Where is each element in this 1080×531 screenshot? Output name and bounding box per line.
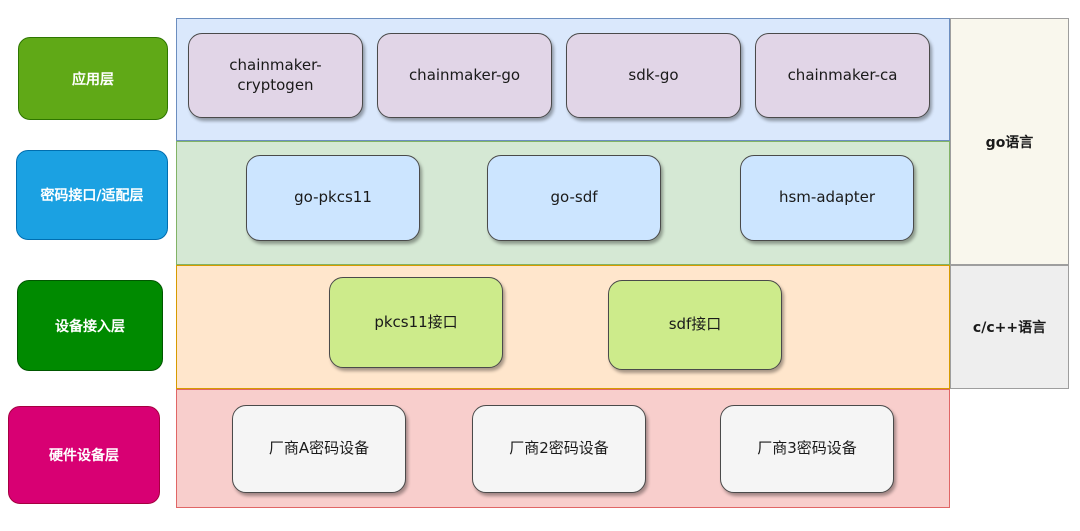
layer-label-hardware: 硬件设备层 [8,406,160,504]
component-chainmaker-go: chainmaker-go [377,33,552,118]
component-vendor-a-device: 厂商A密码设备 [232,405,406,493]
component-sdf-interface: sdf接口 [608,280,782,370]
component-go-pkcs11: go-pkcs11 [246,155,420,241]
component-pkcs11-interface: pkcs11接口 [329,277,503,368]
layer-label-crypto-interface: 密码接口/适配层 [16,150,168,240]
component-hsm-adapter: hsm-adapter [740,155,914,241]
component-vendor-2-device: 厂商2密码设备 [472,405,646,493]
component-chainmaker-cryptogen: chainmaker- cryptogen [188,33,363,118]
language-c-cpp: c/c++语言 [950,265,1069,389]
device-access-layer-band [176,265,950,389]
component-go-sdf: go-sdf [487,155,661,241]
language-go: go语言 [950,18,1069,265]
component-chainmaker-ca: chainmaker-ca [755,33,930,118]
layer-label-device-access: 设备接入层 [17,280,163,371]
layer-label-application: 应用层 [18,37,168,120]
component-vendor-3-device: 厂商3密码设备 [720,405,894,493]
component-sdk-go: sdk-go [566,33,741,118]
